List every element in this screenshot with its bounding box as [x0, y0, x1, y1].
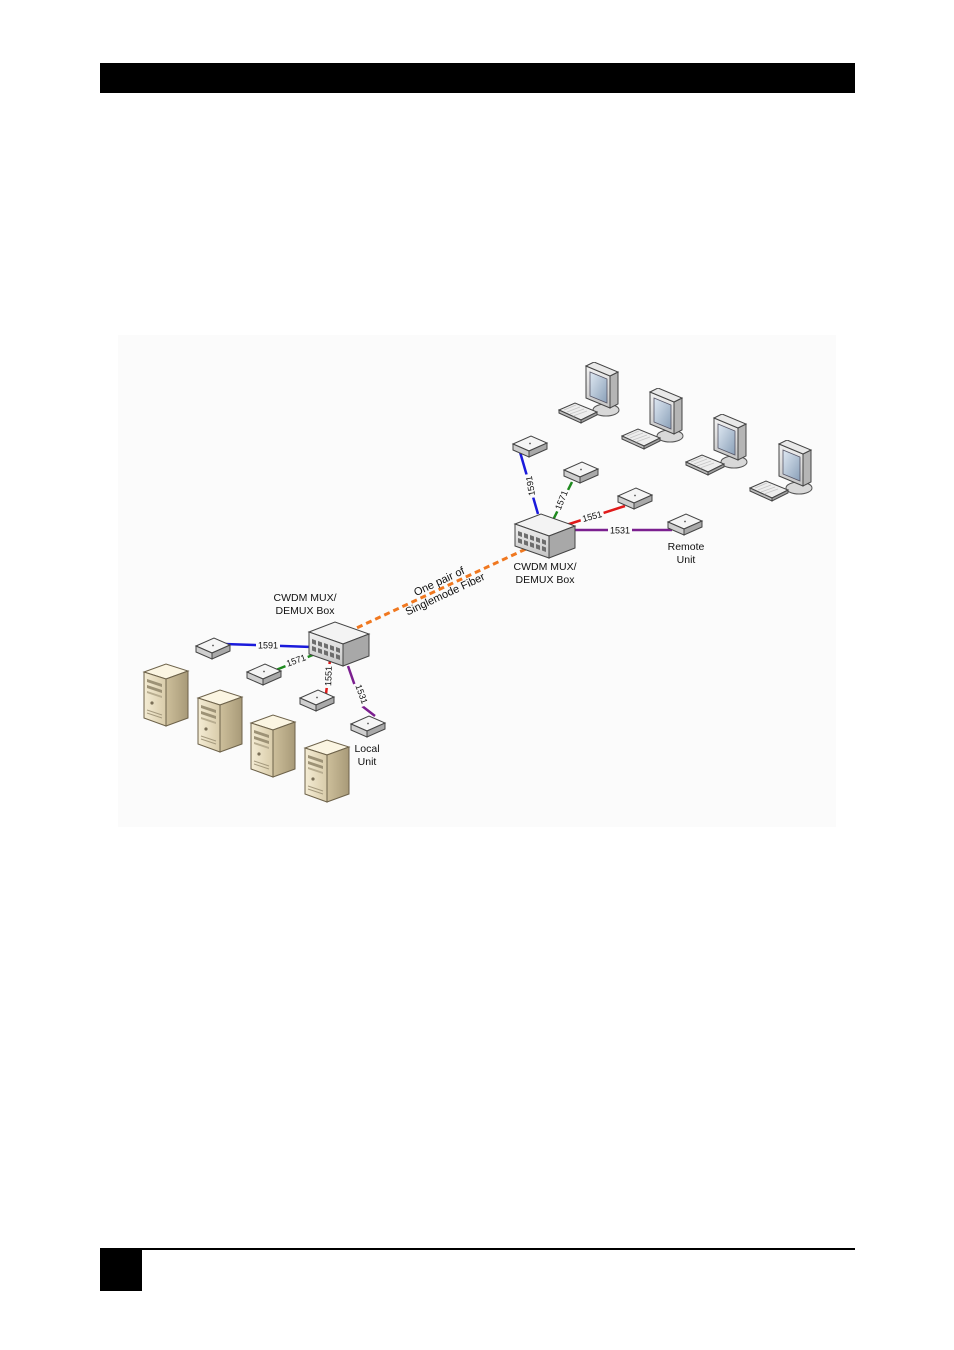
server-tower-icon — [250, 714, 296, 778]
local-mux-label-line-1: CWDM MUX/ — [274, 592, 337, 604]
footer-page-box — [100, 1248, 142, 1291]
server-tower-icon — [143, 663, 189, 727]
keyboard-icon — [558, 402, 598, 424]
remote-wl-1591-text: 1591 — [524, 475, 537, 496]
local-wl-1531-label: 1531 — [352, 680, 372, 708]
local-wl-1591-label: 1591 — [256, 639, 280, 651]
remote-wl-1551-label: 1551 — [578, 507, 606, 525]
header-bar — [100, 63, 855, 93]
local-unit-extender — [350, 715, 386, 738]
remote-extender-1591 — [512, 435, 548, 458]
crt-monitor-icon — [778, 440, 813, 495]
crt-monitor-icon — [713, 414, 748, 469]
crt-monitor-icon — [585, 362, 620, 417]
remote-wl-1531-text: 1531 — [610, 526, 630, 536]
server-tower-icon — [304, 739, 350, 803]
remote-workstation-2 — [621, 388, 684, 450]
local-cwdm-mux-box — [308, 621, 370, 667]
local-wl-1571-label: 1571 — [282, 650, 310, 670]
singlemode-fiber-link — [347, 546, 529, 634]
server-tower-icon — [197, 689, 243, 753]
local-unit-label-line-2: Unit — [358, 756, 377, 768]
local-unit-label-line-1: Local — [354, 743, 379, 755]
remote-unit-label-line-1: Remote — [668, 541, 705, 553]
remote-extender-1571 — [563, 461, 599, 484]
remote-workstation-4 — [749, 440, 813, 502]
local-extender-1591 — [195, 637, 231, 660]
local-extender-1551 — [299, 689, 335, 712]
remote-workstation-3 — [685, 414, 748, 476]
local-wl-1551-text: 1551 — [323, 666, 334, 686]
local-wl-1551-label: 1551 — [321, 663, 335, 689]
remote-wl-1571-label: 1571 — [550, 486, 572, 514]
keyboard-icon — [749, 480, 789, 502]
remote-workstation-1 — [558, 362, 620, 424]
keyboard-icon — [621, 428, 661, 450]
local-extender-1571 — [246, 663, 282, 686]
remote-mux-label-line-1: CWDM MUX/ — [514, 561, 577, 573]
remote-wl-1531-label: 1531 — [608, 524, 632, 536]
remote-wl-1591-label: 1591 — [522, 473, 538, 499]
remote-unit-label-line-2: Unit — [677, 554, 696, 566]
footer-rule — [142, 1248, 855, 1250]
local-wl-1591-text: 1591 — [258, 641, 278, 651]
keyboard-icon — [685, 454, 725, 476]
remote-unit-extender — [667, 513, 703, 536]
local-mux-label-line-2: DEMUX Box — [276, 605, 336, 617]
crt-monitor-icon — [649, 388, 684, 443]
remote-mux-label-line-2: DEMUX Box — [516, 574, 576, 586]
